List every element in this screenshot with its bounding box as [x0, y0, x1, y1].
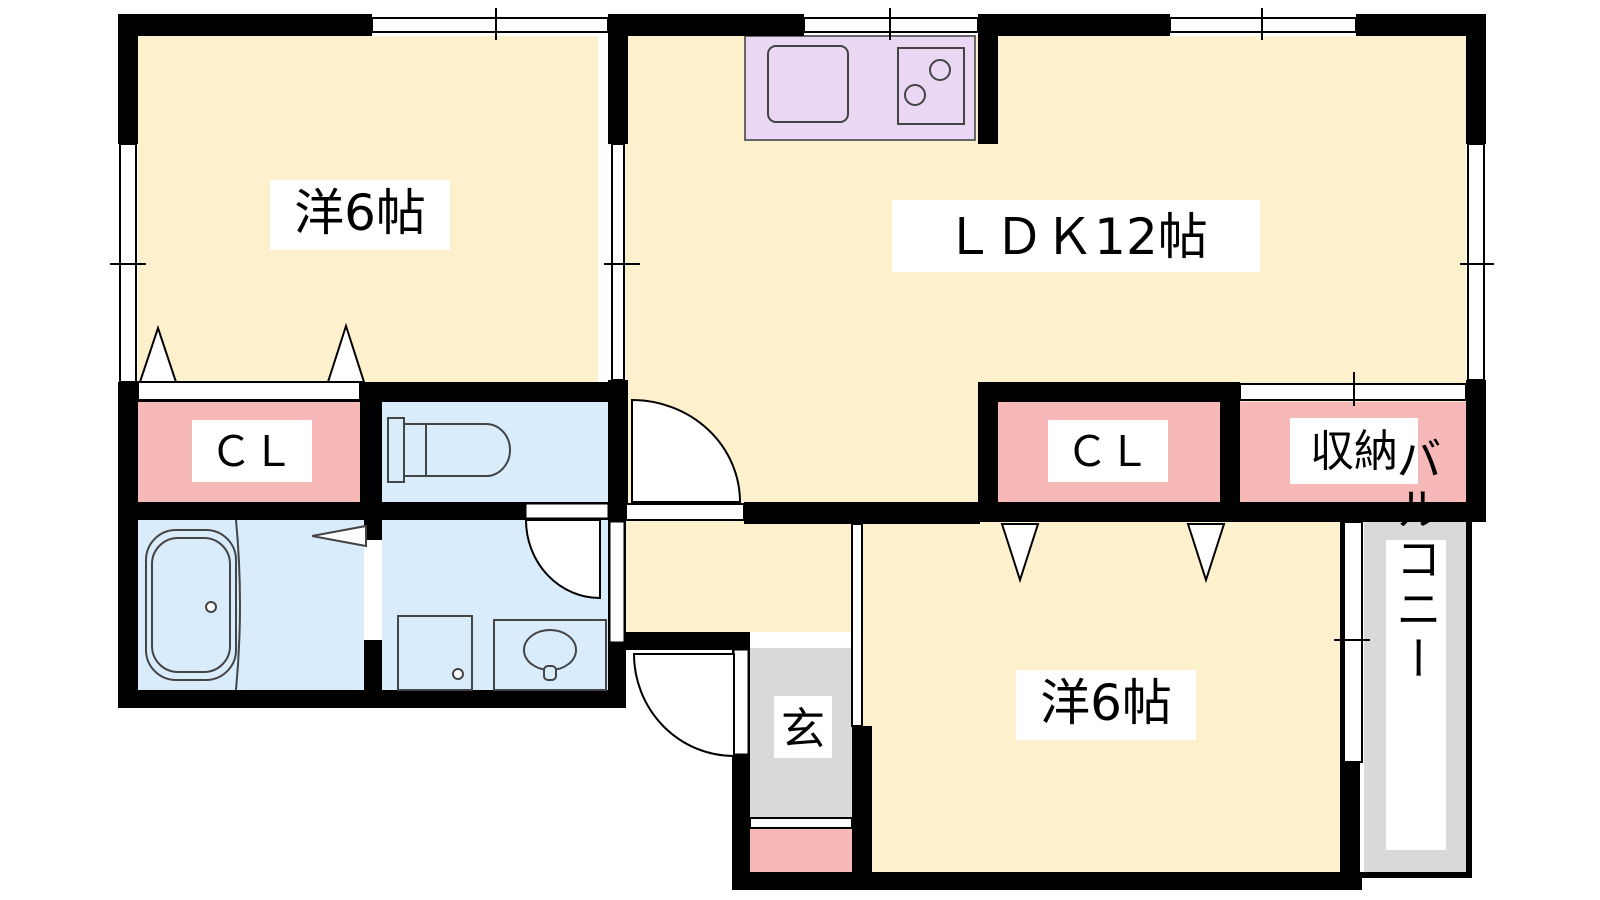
svg-text:玄: 玄 [781, 704, 825, 755]
svg-text:バルコニー: バルコニー [1389, 435, 1443, 685]
window-ticks [110, 8, 1494, 641]
washroom-fixtures [397, 615, 607, 691]
label-balcony: バルコニー [1386, 435, 1446, 850]
svg-text:ＣＬ: ＣＬ [210, 427, 294, 476]
door-swings [524, 398, 742, 758]
svg-text:洋6帖: 洋6帖 [1040, 674, 1172, 732]
stove-icon [897, 47, 965, 125]
closet-doors [138, 322, 1226, 584]
svg-text:ＣＬ: ＣＬ [1066, 427, 1150, 476]
label-storage: 収納 [1290, 418, 1418, 484]
label-entrance: 玄 [774, 696, 832, 758]
svg-text:ＬＤＫ12帖: ＬＤＫ12帖 [944, 208, 1208, 266]
burner-icon [904, 84, 926, 106]
bathtub-icon [145, 519, 367, 691]
label-closet-1: ＣＬ [192, 420, 312, 482]
label-western-room-2: 洋6帖 [1016, 670, 1196, 740]
label-closet-2: ＣＬ [1048, 420, 1168, 482]
walls [118, 14, 1486, 890]
toilet-icon [387, 417, 511, 483]
washer-drain-icon [452, 668, 464, 680]
entrance-step [750, 828, 852, 872]
svg-text:収納: 収納 [1310, 426, 1398, 477]
label-ldk: ＬＤＫ12帖 [892, 200, 1260, 272]
hallway-floor [618, 510, 858, 632]
label-western-room-1: 洋6帖 [270, 180, 450, 250]
burner-icon [929, 59, 951, 81]
svg-text:洋6帖: 洋6帖 [294, 184, 426, 242]
sink-icon [767, 45, 849, 123]
